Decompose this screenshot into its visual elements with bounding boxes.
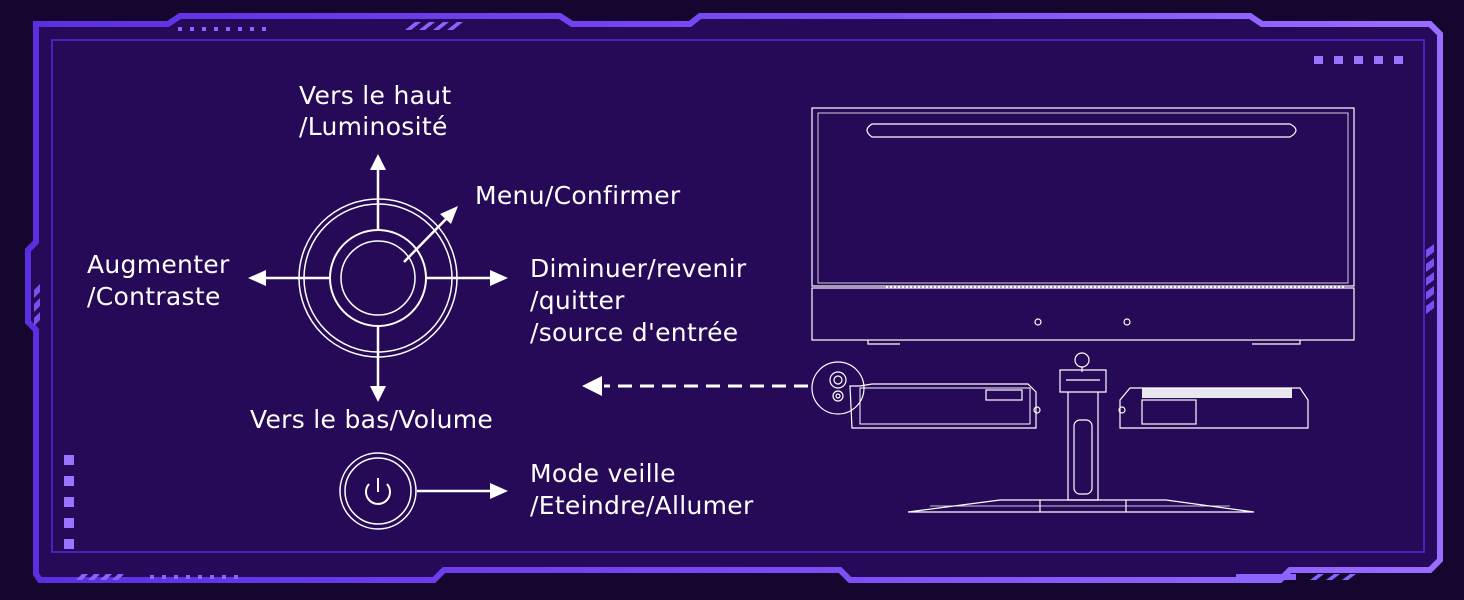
- dashed-pointer-arrow: [582, 376, 808, 396]
- arrow-right: [426, 270, 508, 286]
- frame-slashes-bottom: [76, 574, 1356, 580]
- frame-squares-top-right: [1314, 56, 1403, 64]
- label-right-line2: /quitter: [530, 286, 625, 315]
- frame-slashes-right: [1426, 244, 1434, 314]
- label-power-line2: /Eteindre/Allumer: [530, 491, 754, 520]
- arrow-power: [417, 483, 508, 499]
- label-up-line1: Vers le haut: [299, 81, 452, 110]
- label-left-line1: Augmenter: [87, 250, 230, 279]
- arrow-left: [248, 270, 330, 286]
- arrow-menu: [403, 206, 458, 263]
- power-icon: [365, 478, 391, 505]
- arrow-down: [370, 326, 386, 402]
- label-power-line1: Mode veille: [530, 459, 676, 488]
- label-right-line3: /source d'entrée: [530, 318, 739, 347]
- label-left-line2: /Contraste: [87, 282, 221, 311]
- hud-frame: [25, 13, 1443, 583]
- power-button-icon: [339, 452, 417, 530]
- label-menu: Menu/Confirmer: [475, 181, 681, 210]
- label-right-line1: Diminuer/revenir: [530, 254, 747, 283]
- monitor-back-illustration: [811, 107, 1355, 513]
- frame-squares-left: [64, 455, 74, 549]
- frame-slashes-top: [405, 22, 463, 30]
- label-up-line2: /Luminosité: [299, 112, 448, 141]
- label-down: Vers le bas/Volume: [250, 405, 494, 434]
- arrow-up: [370, 154, 386, 230]
- frame-dots-top: [178, 27, 266, 31]
- frame-slashes-left: [34, 284, 40, 326]
